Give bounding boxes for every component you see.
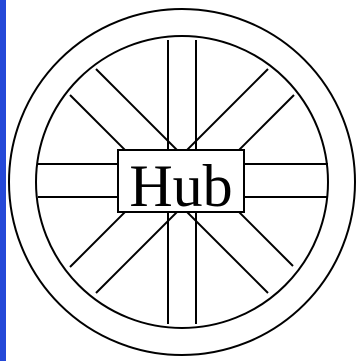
hub-label: Hub (129, 153, 232, 219)
